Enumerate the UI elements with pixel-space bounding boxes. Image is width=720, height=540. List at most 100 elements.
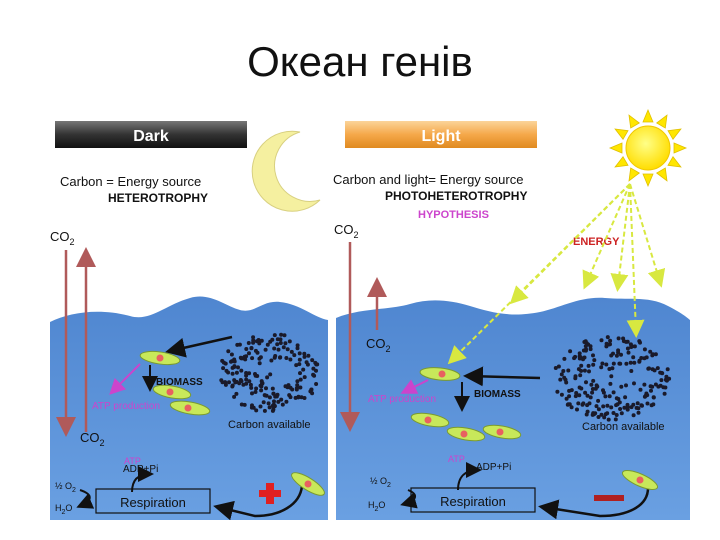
dark-carbon-particle <box>238 378 243 382</box>
light-carbon-particle <box>599 338 604 343</box>
dark-carbon-particle <box>257 361 262 366</box>
dark-carbon-particle <box>272 399 276 404</box>
energy-ray-arrow <box>610 183 631 292</box>
light-carbon-particle <box>638 340 642 345</box>
dark-carbon-particle <box>239 368 244 373</box>
dark-carbon-particle <box>295 343 300 348</box>
light-carbon-particle <box>579 363 584 368</box>
dark-carbon-particle <box>278 355 283 360</box>
light-water-arrow <box>400 489 418 509</box>
light-carbon-particle <box>655 366 660 371</box>
light-co2-mid: CO2 <box>366 336 391 354</box>
light-bacterium-2 <box>410 412 450 428</box>
dark-carbon-particle <box>254 386 259 391</box>
light-carbon-particle <box>632 381 636 386</box>
dark-bacterium-4 <box>291 472 325 496</box>
dark-mode-label: HETEROTROPHY <box>108 191 208 205</box>
dark-co2-top: CO2 <box>50 229 75 247</box>
light-bacterium-3 <box>446 426 486 442</box>
light-carbon-particle <box>590 390 595 395</box>
dark-carbon-particle <box>273 354 278 358</box>
light-carbon-particle <box>611 390 616 395</box>
light-carbon-particle <box>607 394 612 399</box>
dark-header-bar <box>55 121 247 148</box>
dark-carbon-particle <box>287 393 292 398</box>
dark-carbon-particle <box>275 342 280 347</box>
light-carbon-particle <box>576 367 581 372</box>
dark-carbon-particle <box>247 379 252 384</box>
dark-carbon-particle <box>237 381 242 386</box>
sun-icon <box>608 108 688 188</box>
dark-carbon-particle <box>298 371 302 376</box>
light-carbon-particle <box>643 393 648 398</box>
dark-bacterium-3 <box>169 400 211 416</box>
dark-atp: ATP <box>124 456 141 466</box>
light-carbon-particle <box>619 352 623 357</box>
dark-respiration-box <box>95 488 211 514</box>
light-carbon-particle <box>580 402 585 407</box>
sun-ray <box>667 155 682 168</box>
dark-carbon-particle <box>304 360 309 365</box>
light-carbon-particle <box>642 382 647 387</box>
sun-ray <box>614 128 629 141</box>
dark-carbon-particle <box>232 357 237 362</box>
dark-carbon-particle <box>246 341 251 345</box>
dark-carbon-particle <box>283 341 288 346</box>
light-carbon-particle <box>591 378 596 383</box>
dark-panel: Dark Carbon = Energy source HETEROTROPHY… <box>50 121 328 521</box>
dark-header-label: Dark <box>133 128 169 145</box>
dark-carbon-particle <box>219 378 224 383</box>
dark-carbon-particle <box>234 391 239 396</box>
energy-ray-arrow <box>509 183 631 305</box>
light-atp-production: ATP production <box>368 394 436 405</box>
dark-carbon-particle <box>254 408 259 413</box>
light-carbon-particle <box>648 349 653 354</box>
dark-carbon-particle <box>248 382 253 387</box>
dark-carbon-particle <box>244 371 249 375</box>
light-carbon-particle <box>650 384 655 389</box>
dark-carbon-particle <box>297 362 302 367</box>
light-carbon-particle <box>588 344 593 349</box>
dark-carbon-particle <box>297 357 302 362</box>
light-carbon-particle <box>566 368 571 373</box>
dark-carbon-particle <box>250 356 255 361</box>
dark-carbon-particles <box>219 332 320 413</box>
dark-carbon-particle <box>302 351 307 356</box>
light-half-o2: ½ O2 <box>370 476 391 489</box>
light-carbon-particle <box>639 403 644 408</box>
light-carbon-particle <box>615 402 620 407</box>
light-carbon-particle <box>649 388 653 393</box>
light-carbon-particle <box>567 388 572 393</box>
dark-carbon-particle <box>282 333 287 338</box>
light-carbon-particle <box>588 347 593 352</box>
dark-carbon-particle <box>224 368 229 373</box>
dark-carbon-particle <box>233 380 238 385</box>
light-atp: ATP <box>448 454 465 464</box>
light-carbon-particle <box>632 360 637 365</box>
light-respiration: Respiration <box>440 494 506 509</box>
dark-carbon-particle <box>278 341 283 345</box>
light-carbon-particle <box>650 352 655 357</box>
dark-carbon-particle <box>232 364 237 369</box>
dark-carbon-particle <box>302 354 307 359</box>
light-carbon-particle <box>614 413 619 417</box>
dark-carbon-particle <box>255 350 260 355</box>
light-carbon-particle <box>593 386 598 391</box>
light-carbon-particle <box>585 393 590 398</box>
dark-carbon-particle <box>284 356 289 360</box>
light-carbon-particle <box>635 401 640 406</box>
light-carbon-particle <box>572 356 577 361</box>
light-carbon-particle <box>613 417 618 422</box>
light-atp-arrow <box>400 379 429 394</box>
energy-ray-arrow <box>626 183 645 338</box>
dark-co2-bottom: CO2 <box>80 430 105 448</box>
dark-carbon-particle <box>280 402 285 407</box>
light-carbon-particle <box>609 405 614 410</box>
dark-carbon-particle <box>235 342 240 347</box>
dark-carbon-particle <box>271 391 276 396</box>
dark-carbon-particle <box>292 353 297 358</box>
dark-carbon-particle <box>261 400 266 405</box>
dark-carbon-particle <box>284 399 289 404</box>
light-carbon-particle <box>586 363 591 368</box>
dark-carbon-particle <box>270 408 275 413</box>
